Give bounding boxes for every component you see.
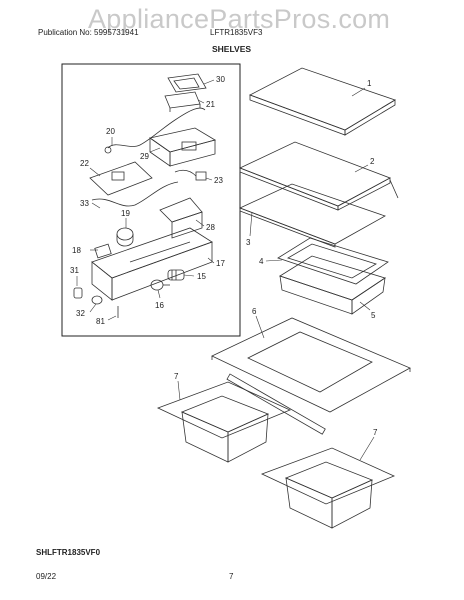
callout-32: 32 — [76, 309, 85, 318]
part-19-thermostat — [116, 227, 134, 247]
part-31-knob — [73, 287, 83, 299]
part-23-connector — [174, 169, 207, 181]
callout-28: 28 — [206, 223, 215, 232]
callout-18: 18 — [72, 246, 81, 255]
diagram-code: SHLFTR1835VF0 — [36, 548, 101, 557]
callout-leader-lines — [76, 79, 375, 461]
callout-21: 21 — [206, 100, 215, 109]
callout-19: 19 — [121, 209, 130, 218]
watermark: AppliancePartsPros.com — [88, 4, 391, 34]
callout-31: 31 — [70, 266, 79, 275]
part-28-damper — [159, 197, 203, 239]
page-number: 7 — [229, 572, 234, 581]
callout-30: 30 — [216, 75, 225, 84]
part-5-crisper-pan — [279, 255, 386, 315]
part-6-shelf-assembly — [211, 317, 411, 435]
callout-7b: 7 — [373, 428, 378, 437]
callout-5: 5 — [371, 311, 376, 320]
control-assembly-inset-box — [61, 63, 241, 337]
part-17-control-housing — [91, 227, 213, 301]
part-22-control-plate — [89, 161, 153, 196]
part-3-glass-shelf — [238, 183, 386, 248]
callout-23: 23 — [214, 176, 223, 185]
part-18-switch — [94, 243, 112, 259]
callout-20: 20 — [106, 127, 115, 136]
part-2-glass-shelf — [238, 141, 399, 211]
callout-1: 1 — [367, 79, 372, 88]
callout-17: 17 — [216, 259, 225, 268]
part-7-deli-drawer-right — [260, 447, 396, 529]
part-1-glass-shelf — [249, 67, 396, 136]
part-21-housing-cover — [164, 91, 201, 112]
part-4-crisper-cover — [277, 237, 389, 285]
publication-number: Publication No: 5995731941 — [38, 28, 139, 37]
part-15-lamp-socket — [167, 269, 185, 281]
model-number: LFTR1835VF3 — [210, 28, 263, 37]
callout-3: 3 — [246, 238, 251, 247]
callout-7a: 7 — [174, 372, 179, 381]
part-33-wiring — [91, 181, 179, 207]
callout-29: 29 — [140, 152, 149, 161]
wire-connector — [104, 146, 112, 154]
part-30-light-lens — [167, 73, 207, 93]
callout-81: 81 — [96, 317, 105, 326]
callout-22: 22 — [80, 159, 89, 168]
footer-date: 09/22 — [36, 572, 57, 581]
part-29-light-housing — [149, 127, 217, 167]
callout-16: 16 — [155, 301, 164, 310]
part-7-deli-drawer-left — [156, 381, 292, 463]
callout-15: 15 — [197, 272, 206, 281]
callout-6: 6 — [252, 307, 257, 316]
part-20-wire-harness — [107, 107, 206, 149]
callout-2: 2 — [370, 157, 375, 166]
section-title: SHELVES — [212, 44, 252, 54]
callout-33: 33 — [80, 199, 89, 208]
part-32-screw — [91, 295, 103, 305]
callout-4: 4 — [259, 257, 264, 266]
part-16-bulb — [150, 279, 170, 291]
